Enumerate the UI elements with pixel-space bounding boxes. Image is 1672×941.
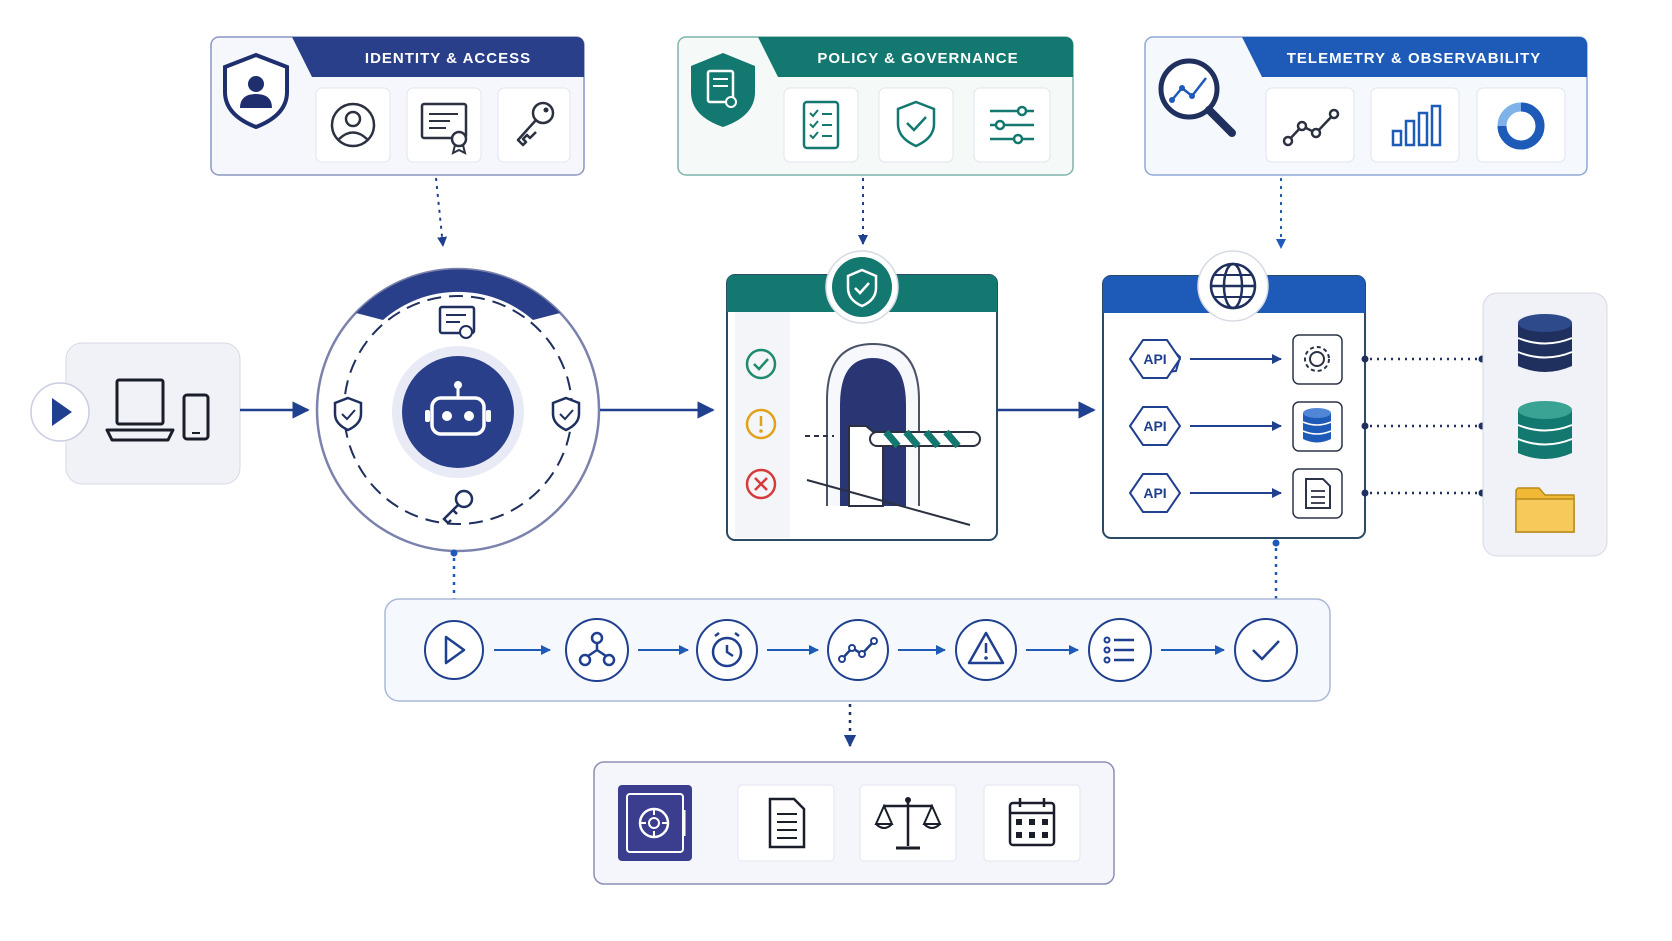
bar-chart-icon [1370,87,1460,163]
client-devices [30,342,241,485]
agent-identity-ring: AGENT IDENTITY [315,246,601,553]
step-trend-icon [827,619,889,681]
database-navy-icon [1517,314,1573,372]
globe-icon [1197,250,1269,322]
certificate-icon [406,87,482,163]
warn-status-icon [745,408,777,440]
play-icon[interactable] [30,382,90,442]
step-branch-icon [565,618,629,682]
step-start-icon [424,620,484,680]
key-icon [442,489,474,525]
shield-user-icon [223,52,289,130]
user-icon [315,87,391,163]
panel-connectors [435,177,1286,249]
shield-check-icon [878,87,954,163]
sliders-icon [973,87,1051,163]
api-label: API [1143,485,1166,501]
policy-shield-icon [691,53,755,127]
audit-evidence-panel [593,761,1115,885]
data-stores [1482,292,1608,557]
telemetry-title: TELEMETRY & OBSERVABILITY [1287,50,1541,67]
laptop-icon [105,378,175,442]
api-row-3: API [1128,468,1343,519]
phone-icon [182,393,210,441]
magnifier-analytics-icon [1158,58,1236,137]
gate-shield-icon [825,250,899,324]
checklist-icon [783,87,859,163]
identity-access-title: IDENTITY & ACCESS [365,50,531,67]
gateway-arch-icon [805,342,981,526]
api-row-2: API [1128,401,1343,452]
api-label: API [1143,351,1166,367]
step-timer-icon [696,619,758,681]
step-warning-icon [955,619,1017,681]
deny-status-icon [745,468,777,500]
pipeline-connectors [450,539,1280,607]
policy-governance-title: POLICY & GOVERNANCE [817,50,1018,67]
shield-check-right-icon [551,396,581,432]
telemetry-panel: TELEMETRY & OBSERVABILITY [1144,36,1588,176]
donut-chart-icon [1476,87,1566,163]
event-pipeline [384,598,1331,702]
document-icon [737,784,835,862]
key-icon [497,87,571,163]
api-row-1: API [1128,334,1343,385]
policy-gate [726,250,998,541]
gear-icon [1292,334,1343,385]
identity-access-panel: IDENTITY & ACCESS [210,36,585,176]
folder-icon [1515,487,1575,533]
scales-icon [859,784,957,862]
api-label: API [1143,418,1166,434]
shield-check-left-icon [333,396,363,432]
database-icon [1292,401,1343,452]
api-gateway: API API API [1102,250,1366,539]
document-icon [1292,468,1343,519]
step-complete-icon [1234,618,1298,682]
allow-status-icon [745,348,777,380]
store-connectors [1361,355,1486,497]
calendar-icon [983,784,1081,862]
line-chart-icon [1265,87,1355,163]
database-teal-icon [1517,401,1573,459]
step-list-icon [1088,618,1152,682]
vault-icon [618,785,692,861]
certificate-icon [438,305,476,339]
policy-governance-panel: POLICY & GOVERNANCE [677,36,1074,176]
robot-icon [402,356,514,468]
